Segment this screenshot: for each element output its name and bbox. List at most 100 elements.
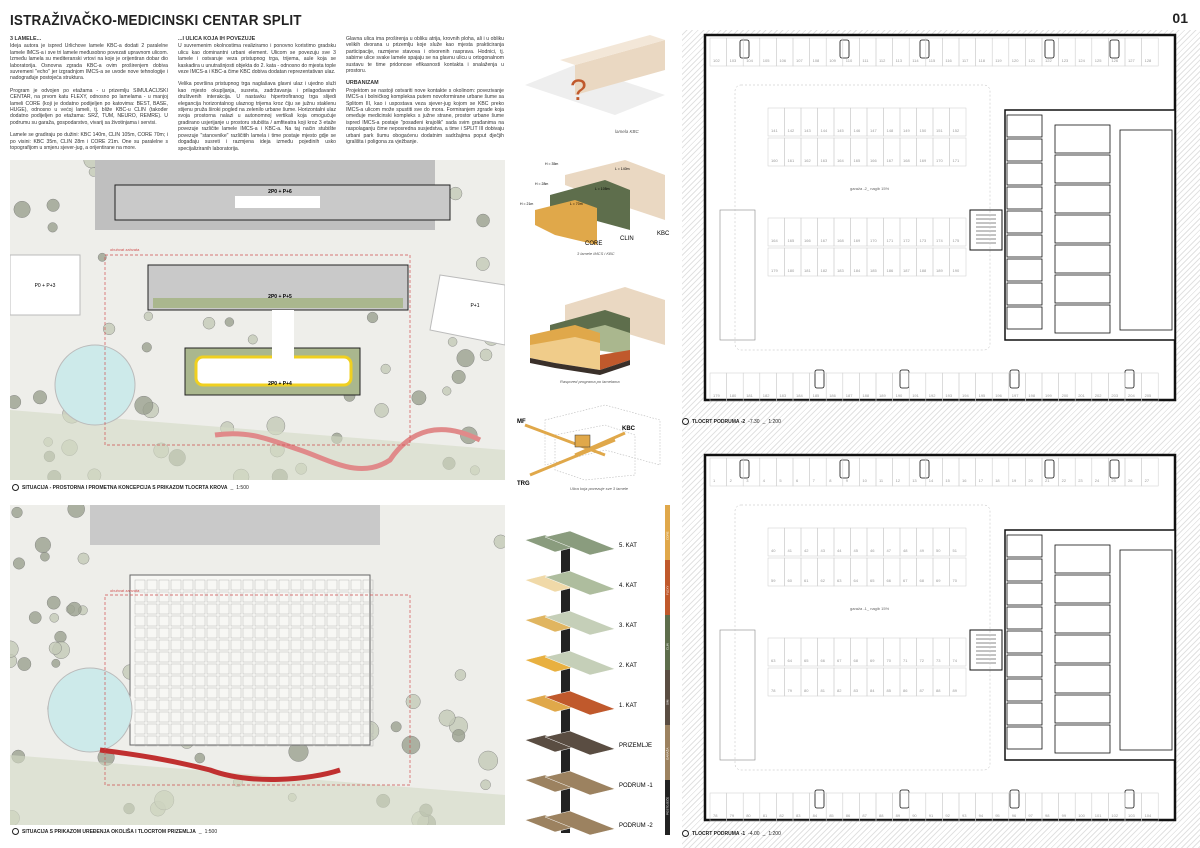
room-outline [146, 579, 158, 591]
legend-swatch [665, 670, 670, 725]
room-outline [230, 687, 242, 699]
caption-level: -7.30 [748, 418, 760, 425]
room-outline [158, 651, 170, 663]
room-outline [326, 735, 338, 747]
room-outline [182, 579, 194, 591]
room-outline [194, 735, 206, 747]
room-outline [278, 651, 290, 663]
room-outline [266, 711, 278, 723]
tree-icon [224, 317, 235, 327]
tree-icon [247, 334, 258, 345]
paragraph: Lamele se gradiraju po dužini: KBC 140m,… [10, 132, 168, 152]
room-outline [338, 699, 350, 711]
room-outline [254, 723, 266, 735]
room-outline [326, 651, 338, 663]
room-outline [230, 711, 242, 723]
legend-swatch [665, 560, 670, 615]
parking-number: 43 [821, 548, 826, 553]
room-outline [146, 711, 158, 723]
room-outline [146, 627, 158, 639]
tree-icon [202, 317, 216, 330]
room-outline [350, 735, 362, 747]
room [1054, 154, 1111, 184]
room-outline [362, 603, 374, 615]
room-outline [230, 651, 242, 663]
room [1054, 724, 1111, 754]
room-outline [242, 603, 254, 615]
label-h-clin: H = 28m [535, 182, 548, 186]
room-outline [206, 735, 218, 747]
room-outline [362, 663, 374, 675]
room-outline [350, 663, 362, 675]
parking-number: 182 [821, 268, 828, 273]
room-outline [230, 627, 242, 639]
parking-number: 78 [713, 813, 718, 818]
parking-number: 108 [813, 58, 820, 63]
parking-number: 102 [713, 58, 720, 63]
parking-number: 80 [746, 813, 751, 818]
room-outline [290, 591, 302, 603]
room-outline [350, 687, 362, 699]
room-outline [206, 639, 218, 651]
room-outline [302, 687, 314, 699]
parking-number: 2 [730, 478, 733, 483]
room-outline [158, 579, 170, 591]
room-outline [230, 699, 242, 711]
tree-icon [10, 640, 19, 658]
parking-number: 103 [730, 58, 737, 63]
parking-number: 98 [1045, 813, 1050, 818]
parking-number: 86 [846, 813, 851, 818]
parking-number: 127 [1128, 58, 1135, 63]
room-outline [266, 663, 278, 675]
room-outline [146, 735, 158, 747]
tree-icon [67, 601, 82, 617]
room [1119, 549, 1173, 751]
room-outline [242, 723, 254, 735]
room-outline [182, 663, 194, 675]
parking-number: 83 [854, 688, 859, 693]
room-outline [146, 723, 158, 735]
room-outline [314, 723, 326, 735]
parking-number: 189 [936, 268, 943, 273]
room-outline [314, 663, 326, 675]
room-outline [350, 627, 362, 639]
label-clin: CLIN [620, 236, 634, 242]
room-outline [206, 687, 218, 699]
room-outline [302, 735, 314, 747]
room-outline [302, 699, 314, 711]
room-outline [194, 651, 206, 663]
room-outline [242, 579, 254, 591]
room-outline [134, 735, 146, 747]
legend-swatch [665, 725, 670, 780]
parking-number: 49 [920, 548, 925, 553]
room-outline [230, 675, 242, 687]
parking-number: 115 [929, 58, 936, 63]
parking-number: 128 [1145, 58, 1152, 63]
room-outline [194, 639, 206, 651]
room-outline [254, 615, 266, 627]
parking-number: 87 [920, 688, 925, 693]
legend-label: CLIN [666, 643, 670, 650]
floor-label: PRIZEMLJE [619, 743, 652, 749]
room-outline [266, 615, 278, 627]
room-outline [254, 687, 266, 699]
tree-icon [10, 395, 22, 409]
parking-number: 85 [829, 813, 834, 818]
room-outline [266, 675, 278, 687]
room [1054, 244, 1111, 274]
text-column-street: ...I ULICA KOJA IH POVEZUJE U suvremenim… [178, 36, 336, 158]
floor-slab [544, 570, 616, 596]
parking-number: 89 [953, 688, 958, 693]
room-outline [314, 615, 326, 627]
parking-number: 160 [771, 158, 778, 163]
label-clin-height: 2P0 + P+5 [268, 294, 292, 300]
parking-number: 195 [979, 393, 986, 398]
label-h-kbc: H = 35m [545, 162, 558, 166]
room-outline [338, 603, 350, 615]
caption-site-plan-1: SITUACIJA - PROSTORNA I PROMETNA KONCEPC… [12, 484, 249, 491]
tree-icon [479, 348, 493, 362]
room-outline [362, 699, 374, 711]
label-core-height: 2P0 + P+4 [268, 381, 292, 387]
parking-number: 80 [804, 688, 809, 693]
